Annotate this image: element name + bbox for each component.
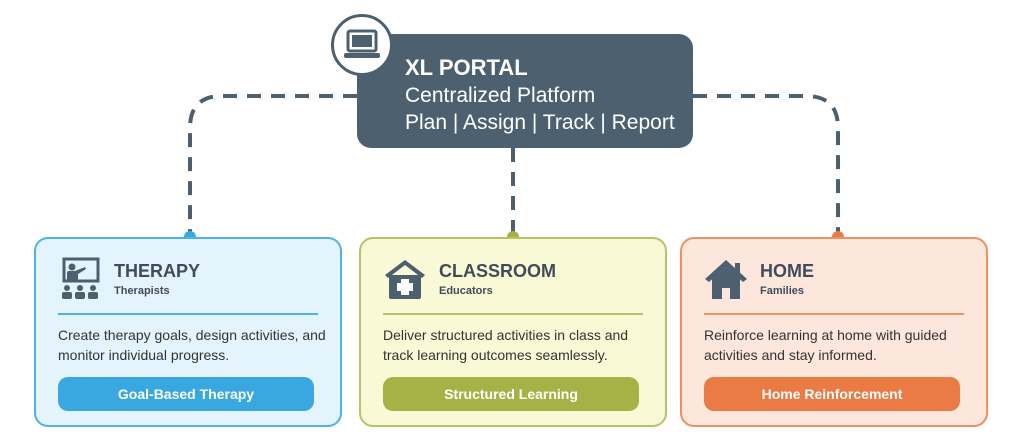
- therapy-role: Therapists: [114, 285, 170, 297]
- classroom-divider: [383, 313, 643, 315]
- portal-subtitle: Centralized Platform: [405, 84, 596, 107]
- teacher-presentation-icon: [58, 257, 102, 301]
- connector-left: [188, 94, 357, 236]
- school-building-icon: [383, 257, 427, 301]
- therapy-title: THERAPY: [114, 261, 201, 281]
- goal-based-therapy-button[interactable]: Goal-Based Therapy: [58, 377, 314, 411]
- structured-learning-button[interactable]: Structured Learning: [383, 377, 639, 411]
- home-title: HOME: [760, 261, 814, 281]
- therapy-divider: [58, 313, 318, 315]
- classroom-description: Deliver structured activities in class a…: [383, 327, 629, 363]
- portal-tagline: Plan | Assign | Track | Report: [405, 111, 675, 134]
- connector-right: [693, 94, 840, 236]
- classroom-title: CLASSROOM: [439, 261, 556, 281]
- home-reinforcement-button[interactable]: Home Reinforcement: [704, 377, 960, 411]
- therapy-description: Create therapy goals, design activities,…: [58, 327, 326, 363]
- classroom-role: Educators: [439, 285, 493, 297]
- therapy-card: THERAPY Therapists Create therapy goals,…: [34, 237, 342, 427]
- home-card: HOME Families Reinforce learning at home…: [680, 237, 988, 427]
- laptop-icon: [331, 14, 393, 76]
- home-divider: [704, 313, 964, 315]
- home-role: Families: [760, 285, 805, 297]
- portal-title: XL PORTAL: [405, 55, 528, 80]
- classroom-card: CLASSROOM Educators Deliver structured a…: [359, 237, 667, 427]
- home-description: Reinforce learning at home with guided a…: [704, 327, 947, 363]
- house-icon: [704, 257, 748, 301]
- portal-box: XL PORTAL Centralized Platform Plan | As…: [357, 34, 693, 148]
